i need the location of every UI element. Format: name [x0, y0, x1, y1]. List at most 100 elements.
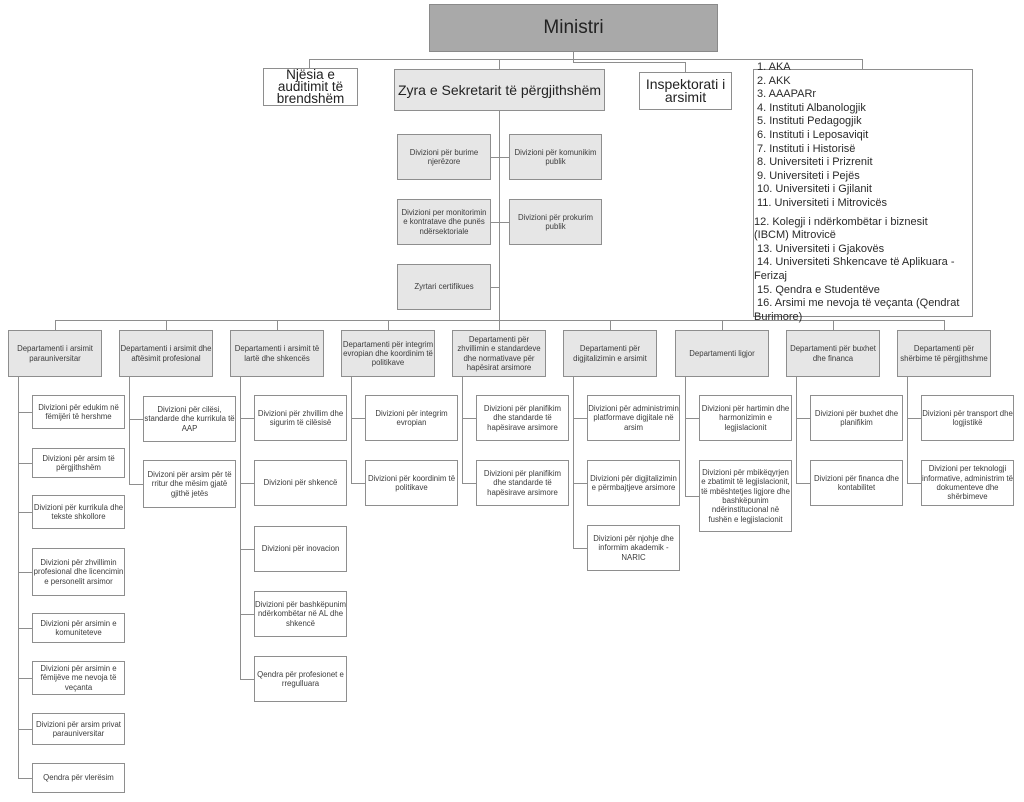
division-label: Divizioni për zhvillim dhe sigurim të ci… [257, 408, 344, 427]
internal-audit-label: Njësia e auditimit të brendshëm [276, 67, 345, 106]
division-box: Divizioni për bashkëpunim ndërkombëtar n… [240, 591, 347, 637]
division-label: Divizioni për transport dhe logjistikë [922, 408, 1013, 427]
division-box: Divizioni për administrimin platformave … [573, 395, 680, 441]
secretary-unit-box: Divizioni për burime njerëzore [397, 134, 491, 180]
division-label: Divizioni për financa dhe kontabilitet [814, 473, 899, 492]
connector-line [18, 376, 19, 779]
division-box: Divizioni për mbikëqyrjen e zbatimit të … [685, 460, 792, 532]
secretary-unit-box: Divizioni per monitorimin e kontratave d… [397, 199, 491, 245]
division-label: Divizioni për njohje dhe informim akadem… [593, 534, 674, 562]
division-label: Divizioni për planifikim dhe standarde t… [483, 404, 562, 432]
division-box: Divizioni per teknologji informative, ad… [907, 460, 1014, 506]
connector-line [129, 376, 130, 485]
secretary-unit-box: Divizioni për komunikim publik [509, 134, 602, 180]
department-box: Departamenti i arsimit të lartë dhe shke… [230, 330, 324, 377]
division-label: Divizioni për koordinim të politikave [367, 473, 456, 492]
connector-line [166, 320, 167, 330]
division-box: Divizioni për njohje dhe informim akadem… [573, 525, 680, 571]
division-label: Divizioni për edukim në fëmijëri të hers… [38, 402, 119, 421]
connector-line [685, 376, 686, 497]
department-box: Departamenti i arsimit parauniversitar [8, 330, 102, 377]
department-label: Departamenti për integrim evropian dhe k… [342, 339, 434, 368]
connector-line [573, 376, 574, 549]
connector-line [490, 222, 509, 223]
connector-line [685, 62, 686, 72]
minister-label: Ministri [543, 17, 604, 38]
division-box: Divizioni për financa dhe kontabilitet [796, 460, 903, 506]
institution-item: 3. AAAPARr [757, 88, 817, 101]
connector-line [55, 320, 56, 330]
department-label: Departamenti i arsimit dhe aftësimit pro… [120, 344, 212, 363]
division-label: Divizioni për buxhet dhe planifikim [814, 408, 899, 427]
connector-line [499, 320, 500, 330]
division-box: Divizioni për arsimin e komuniteteve [18, 613, 125, 643]
division-label: Divizioni për cilësi, standarde dhe kurr… [144, 405, 235, 433]
institution-item: 13. Universiteti i Gjakovës [757, 242, 885, 255]
institution-item: 1. AKA [757, 61, 791, 73]
connector-line [309, 59, 863, 60]
division-box: Divizioni për arsim të përgjithshëm [18, 448, 125, 478]
connector-line [862, 59, 863, 69]
subordinate-institutions-list: 1. AKA 2. AKK 3. AAAPARr 4. Instituti Al… [754, 61, 963, 324]
division-box: Divizioni për koordinim të politikave [351, 460, 458, 506]
connector-line [499, 59, 500, 69]
division-label: Divizioni për arsim privat parauniversit… [36, 719, 121, 738]
connector-line [490, 287, 499, 288]
division-box: Divizioni për zhvillimin profesional dhe… [18, 548, 125, 596]
division-box: Divizoni për arsim për të rritur dhe mës… [129, 460, 236, 508]
division-box: Divizioni për arsim privat parauniversit… [18, 713, 125, 745]
connector-line [462, 376, 463, 484]
department-label: Departamenti për buxhet dhe financa [790, 344, 876, 363]
subordinate-institutions-box [753, 69, 973, 317]
department-label: Departamenti për shërbime të përgjithshm… [900, 344, 988, 363]
institution-item: 5. Instituti Pedagogjik [757, 115, 862, 128]
connector-line [351, 376, 352, 484]
minister-box: Ministri [429, 4, 718, 52]
department-box: Departamenti ligjor [675, 330, 769, 377]
division-box: Divizioni për planifikim dhe standarde t… [462, 460, 569, 506]
department-box: Departamenti për digjitalizimin e arsimi… [563, 330, 657, 377]
division-label: Qendra për profesionet e rregulluara [257, 669, 344, 688]
department-box: Departamenti për buxhet dhe financa [786, 330, 880, 377]
institution-item: 6. Instituti i Leposaviqit [757, 128, 869, 141]
secretary-unit-label: Divizioni për komunikim publik [514, 147, 597, 166]
secretary-general-office-label: Zyra e Sekretarit të përgjithshëm [397, 82, 602, 98]
division-label: Divizioni për planifikim dhe standarde t… [483, 469, 562, 497]
division-label: Divizioni per teknologji informative, ad… [922, 464, 1013, 502]
division-box: Qendra për profesionet e rregulluara [240, 656, 347, 702]
institution-item: 4. Instituti Albanologjik [757, 101, 866, 114]
secretary-unit-box: Zyrtari certifikues [397, 264, 491, 310]
division-box: Divizioni për inovacion [240, 526, 347, 572]
division-box: Divizioni për transport dhe logjistikë [907, 395, 1014, 441]
secretary-unit-label: Zyrtari certifikues [414, 282, 474, 292]
division-label: Divizioni për mbikëqyrjen e zbatimit të … [701, 468, 790, 524]
secretary-general-office-box: Zyra e Sekretarit të përgjithshëm [394, 69, 605, 111]
institution-item: 8. Universiteti i Prizrenit [757, 156, 873, 169]
institution-item: 10. Universiteti i Gjilanit [757, 183, 872, 196]
division-box: Divizioni për cilësi, standarde dhe kurr… [129, 396, 236, 442]
division-box: Qendra për vlerësim [18, 763, 125, 793]
secretary-unit-label: Divizioni për prokurim publik [518, 212, 593, 231]
connector-line [277, 320, 278, 330]
division-label: Divizioni për kurrikula dhe tekste shkol… [33, 502, 124, 521]
division-label: Divizioni për zhvillimin profesional dhe… [33, 558, 124, 586]
division-label: Divizioni për hartimin dhe harmonizimin … [701, 404, 790, 432]
department-label: Departamenti për zhvillimin e standardev… [457, 334, 541, 372]
division-box: Divizioni për shkencë [240, 460, 347, 506]
division-box: Divizioni për integrim evropian [351, 395, 458, 441]
connector-line [240, 376, 241, 680]
division-label: Divizioni për inovacion [261, 544, 340, 554]
department-box: Departamenti për zhvillimin e standardev… [452, 330, 546, 377]
secretary-unit-box: Divizioni për prokurim publik [509, 199, 602, 245]
connector-line [388, 320, 389, 330]
connector-line [796, 376, 797, 484]
division-label: Divizioni për administrimin platformave … [588, 404, 679, 432]
division-box: Divizioni për buxhet dhe planifikim [796, 395, 903, 441]
department-box: Departamenti për integrim evropian dhe k… [341, 330, 435, 377]
division-label: Divizioni për shkencë [263, 478, 338, 488]
secretary-unit-label: Divizioni për burime njerëzore [409, 147, 479, 166]
division-box: Divizioni për planifikim dhe standarde t… [462, 395, 569, 441]
inspectorate-box: Inspektorati i arsimit [639, 72, 732, 110]
division-box: Divizioni për hartimin dhe harmonizimin … [685, 395, 792, 441]
connector-line [907, 376, 908, 484]
